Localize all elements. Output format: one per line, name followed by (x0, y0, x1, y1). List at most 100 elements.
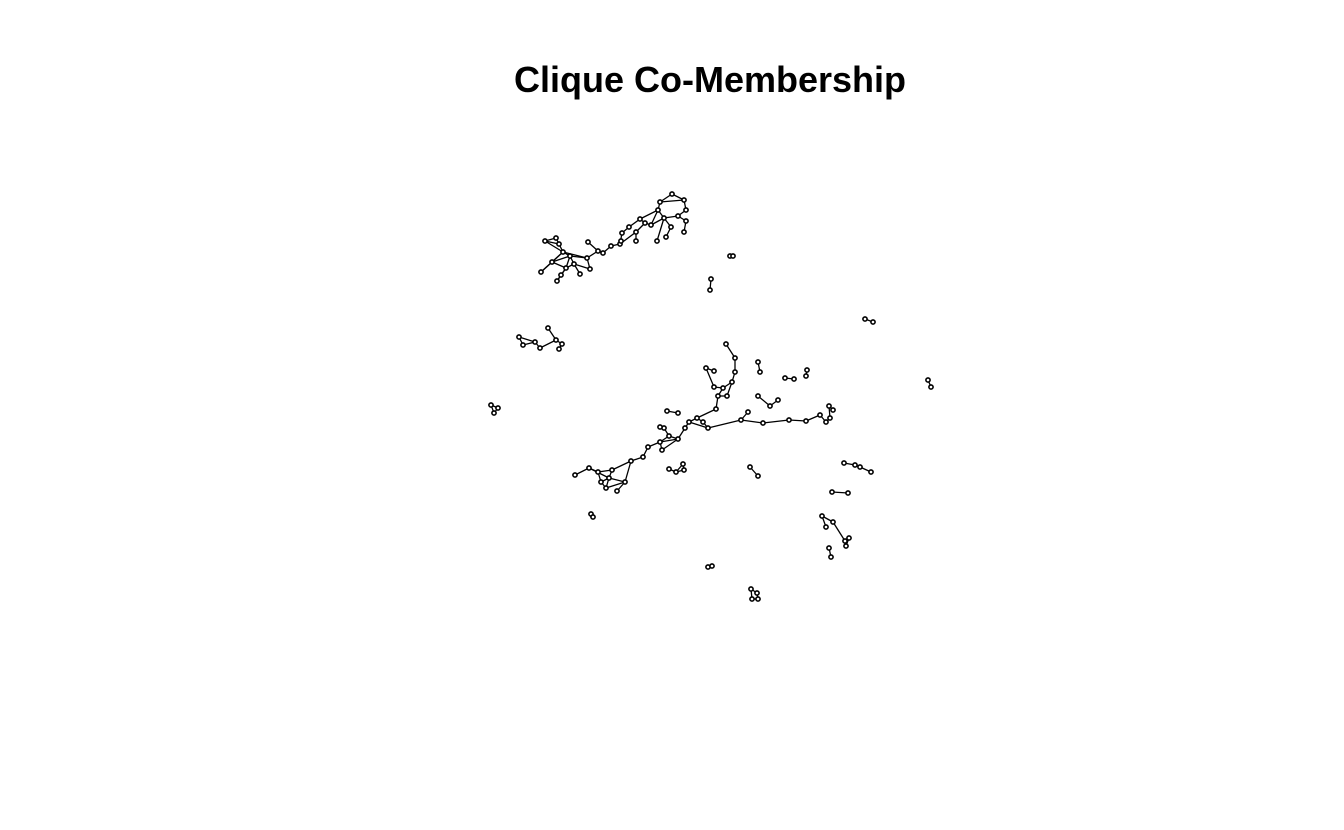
network-node (586, 465, 592, 471)
network-node (755, 359, 761, 365)
network-node (830, 519, 836, 525)
network-node (868, 469, 874, 475)
network-node (775, 397, 781, 403)
network-node (595, 469, 601, 475)
network-node (595, 248, 601, 254)
network-edge (605, 481, 626, 489)
network-node (791, 376, 797, 382)
network-edge (696, 408, 717, 419)
network-node (516, 334, 522, 340)
network-node (549, 259, 555, 265)
network-node (600, 250, 606, 256)
network-node (556, 241, 562, 247)
network-node (495, 405, 501, 411)
network-node (826, 545, 832, 551)
network-node (571, 261, 577, 267)
network-node (633, 229, 639, 235)
network-node (827, 415, 833, 421)
network-node (803, 418, 809, 424)
network-node (669, 191, 675, 197)
network-node (841, 460, 847, 466)
network-node (767, 403, 773, 409)
network-node (830, 407, 836, 413)
network-edge (688, 421, 709, 429)
network-node (614, 488, 620, 494)
network-edge (659, 438, 679, 443)
network-node (829, 489, 835, 495)
network-node (683, 207, 689, 213)
network-node (786, 417, 792, 423)
network-node (577, 271, 583, 277)
network-node (738, 417, 744, 423)
network-node (608, 243, 614, 249)
network-node (603, 485, 609, 491)
network-edge (656, 217, 665, 242)
network-node (709, 563, 715, 569)
network-node (584, 255, 590, 261)
network-node (633, 238, 639, 244)
network-node (640, 454, 646, 460)
network-node (857, 464, 863, 470)
network-node (804, 367, 810, 373)
network-node (491, 410, 497, 416)
network-node (560, 249, 566, 255)
network-node (730, 253, 736, 259)
network-node (681, 229, 687, 235)
network-node (755, 596, 761, 602)
network-edge (624, 460, 632, 483)
network-node (553, 337, 559, 343)
network-node (648, 222, 654, 228)
network-edge (551, 255, 571, 263)
network-node (657, 424, 663, 430)
network-node (732, 355, 738, 361)
network-node (655, 207, 661, 213)
network-node (554, 278, 560, 284)
network-node (703, 365, 709, 371)
network-node (683, 218, 689, 224)
network-node (661, 215, 667, 221)
network-node (782, 375, 788, 381)
network-edge (544, 240, 564, 253)
network-node (707, 287, 713, 293)
network-node (567, 253, 573, 259)
network-node (618, 238, 624, 244)
network-node (749, 596, 755, 602)
plot-title: Clique Co-Membership (513, 59, 907, 100)
network-node (657, 199, 663, 205)
network-node (606, 475, 612, 481)
network-node (666, 433, 672, 439)
network-edge (832, 521, 846, 542)
network-node (682, 425, 688, 431)
network-edge (762, 419, 790, 424)
network-node (609, 467, 615, 473)
network-edge (740, 419, 764, 424)
network-node (563, 265, 569, 271)
network-node (542, 238, 548, 244)
network-node (823, 524, 829, 530)
network-node (675, 410, 681, 416)
network-node (488, 402, 494, 408)
network-node (673, 469, 679, 475)
network-node (705, 425, 711, 431)
network-node (681, 197, 687, 203)
network-node (755, 473, 761, 479)
network-node (686, 419, 692, 425)
network-node (928, 384, 934, 390)
network-node (553, 235, 559, 241)
network-node (598, 479, 604, 485)
network-node (622, 479, 628, 485)
network-node (537, 345, 543, 351)
network-node (664, 408, 670, 414)
network-edge (705, 367, 715, 388)
network-node (626, 224, 632, 230)
network-node (715, 393, 721, 399)
network-node (843, 543, 849, 549)
network-node (711, 384, 717, 390)
node-layer (488, 191, 934, 602)
network-node (654, 238, 660, 244)
network-node (845, 490, 851, 496)
network-node (720, 385, 726, 391)
network-node (925, 377, 931, 383)
network-node (846, 535, 852, 541)
network-node (745, 409, 751, 415)
